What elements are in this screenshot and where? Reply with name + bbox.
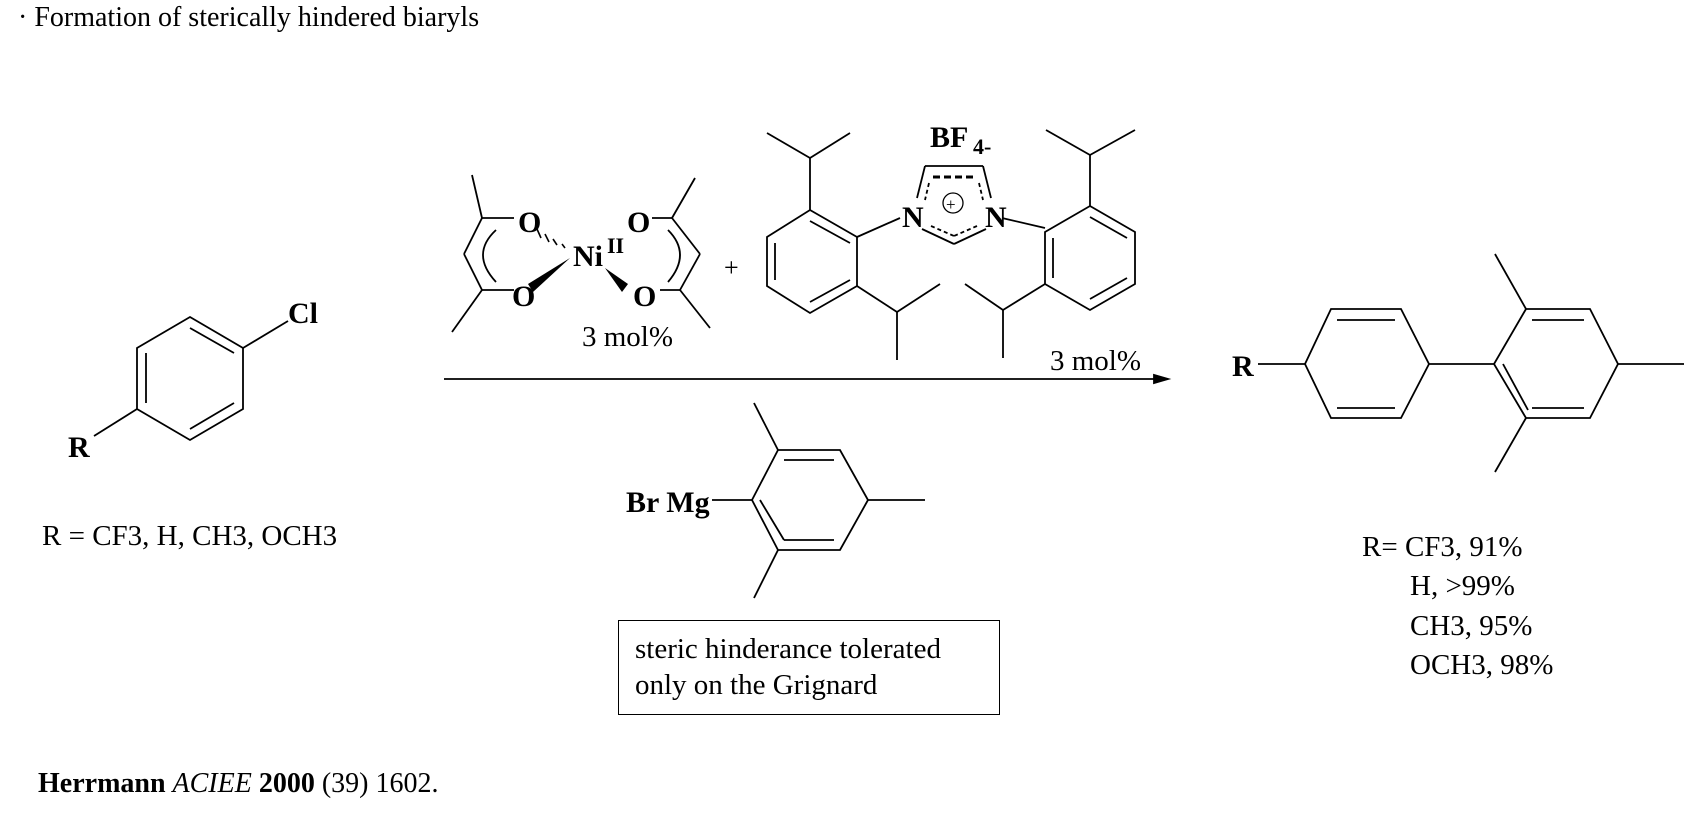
reactant-r-label: R (68, 431, 90, 464)
note-box: steric hinderance tolerated only on the … (618, 620, 1000, 715)
chloro-label: Cl (288, 297, 318, 330)
mesityl-grignard-structure (712, 402, 925, 599)
citation-journal: ACIEE (172, 768, 252, 799)
counterion-subscript: 4- (973, 134, 991, 159)
ni-acac-catalyst-structure (451, 174, 711, 333)
imidazolium-ligand-structure (766, 129, 1136, 360)
page-title: · Formation of sterically hindered biary… (18, 2, 480, 33)
biaryl-product-structure (1258, 253, 1684, 473)
plus-sign: + (724, 253, 739, 282)
yield-line-2: H, >99% (1410, 570, 1515, 602)
product-r-label: R (1232, 350, 1254, 383)
aryl-chloride-structure (93, 315, 289, 442)
r-group-definition: R = CF3, H, CH3, OCH3 (42, 520, 338, 552)
citation-volume: (39) (321, 768, 369, 799)
oxygen-label-3: O (627, 206, 650, 239)
yield-line-3: CH3, 95% (1410, 610, 1533, 642)
citation-page: 1602. (375, 768, 439, 799)
note-line-1: steric hinderance tolerated (635, 633, 941, 665)
positive-charge: + (946, 195, 956, 214)
catalyst-loading: 3 mol% (582, 321, 673, 353)
wedge-bonds (528, 258, 628, 292)
reaction-arrow (444, 373, 1172, 385)
grignard-label: Br Mg (626, 486, 710, 519)
oxygen-label-4: O (633, 280, 656, 313)
nickel-oxidation-state: II (607, 233, 624, 258)
citation-author: Herrmann (38, 768, 166, 799)
nitrogen-label-1: N (902, 201, 924, 234)
note-line-2: only on the Grignard (635, 669, 878, 701)
citation: Herrmann ACIEE 2000 (39) 1602. (38, 770, 439, 798)
yield-line-1: R= CF3, 91% (1362, 531, 1523, 563)
oxygen-label-1: O (518, 206, 541, 239)
citation-year: 2000 (258, 768, 315, 799)
nickel-label: Ni (573, 240, 603, 273)
ligand-loading: 3 mol% (1050, 345, 1141, 377)
yield-line-4: OCH3, 98% (1410, 649, 1554, 681)
oxygen-label-2: O (512, 280, 535, 313)
nitrogen-label-2: N (985, 201, 1007, 234)
counterion-label: BF (930, 121, 968, 154)
